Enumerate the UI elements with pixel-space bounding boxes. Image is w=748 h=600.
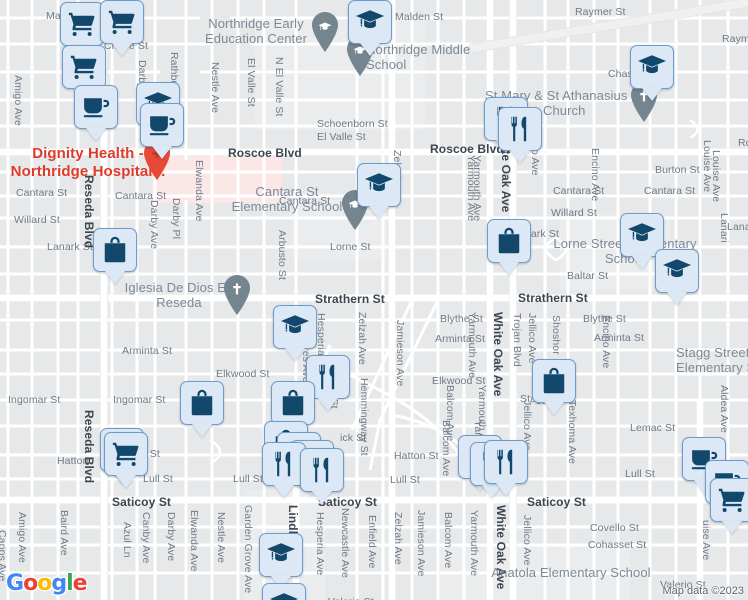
school-icon-glyph — [627, 220, 657, 250]
school-icon[interactable] — [273, 305, 317, 349]
school-icon[interactable] — [630, 45, 674, 89]
school-icon-glyph — [637, 52, 667, 82]
restaurant-icon-glyph — [269, 449, 299, 479]
shopping-cart-icon-glyph — [69, 52, 99, 82]
shopping-bag-icon[interactable] — [180, 381, 224, 425]
restaurant-icon[interactable] — [262, 442, 306, 486]
school-icon-glyph — [662, 256, 692, 286]
shopping-bag-icon-glyph — [100, 235, 130, 265]
shopping-cart-icon-glyph — [717, 485, 747, 515]
shopping-bag-icon-glyph — [187, 388, 217, 418]
school-icon[interactable] — [259, 533, 303, 577]
school-icon[interactable] — [357, 163, 401, 207]
shopping-cart-icon-glyph — [107, 7, 137, 37]
restaurant-icon[interactable] — [498, 107, 542, 151]
coffee-cup-icon[interactable] — [140, 103, 184, 147]
shopping-bag-icon[interactable] — [271, 381, 315, 425]
school-pin[interactable] — [310, 12, 340, 52]
restaurant-icon-glyph — [313, 362, 343, 392]
google-logo[interactable]: Google — [6, 571, 88, 596]
restaurant-icon-glyph — [307, 455, 337, 485]
coffee-cup-icon-glyph — [81, 92, 111, 122]
coffee-cup-icon-glyph — [147, 110, 177, 140]
hospital-area — [152, 148, 282, 203]
shopping-bag-icon-glyph — [494, 226, 524, 256]
shopping-cart-icon[interactable] — [100, 0, 144, 44]
coffee-cup-icon[interactable] — [74, 85, 118, 129]
school-icon-glyph — [355, 7, 385, 37]
shopping-cart-icon[interactable] — [710, 478, 748, 522]
school-icon[interactable] — [348, 0, 392, 44]
shopping-bag-icon[interactable] — [532, 359, 576, 403]
school-icon[interactable] — [655, 249, 699, 293]
school-icon-glyph — [364, 170, 394, 200]
shopping-cart-icon[interactable] — [62, 45, 106, 89]
shopping-cart-icon[interactable] — [60, 2, 104, 46]
shopping-cart-icon-glyph — [67, 9, 97, 39]
shopping-bag-icon-glyph — [278, 388, 308, 418]
shopping-cart-icon-glyph — [111, 439, 141, 469]
school-icon-glyph — [269, 590, 299, 600]
school-icon-glyph — [280, 312, 310, 342]
shopping-cart-icon[interactable] — [104, 432, 148, 476]
restaurant-icon[interactable] — [484, 440, 528, 484]
school-icon[interactable] — [620, 213, 664, 257]
restaurant-icon[interactable] — [300, 448, 344, 492]
restaurant-icon-glyph — [491, 447, 521, 477]
restaurant-icon-glyph — [505, 114, 535, 144]
shopping-bag-icon-glyph — [539, 366, 569, 396]
shopping-bag-icon[interactable] — [93, 228, 137, 272]
school-icon[interactable] — [262, 583, 306, 600]
school-icon-glyph — [266, 540, 296, 570]
church-pin[interactable] — [222, 275, 252, 315]
map-attribution: Map data ©2023 — [662, 585, 745, 597]
shopping-bag-icon[interactable] — [487, 219, 531, 263]
